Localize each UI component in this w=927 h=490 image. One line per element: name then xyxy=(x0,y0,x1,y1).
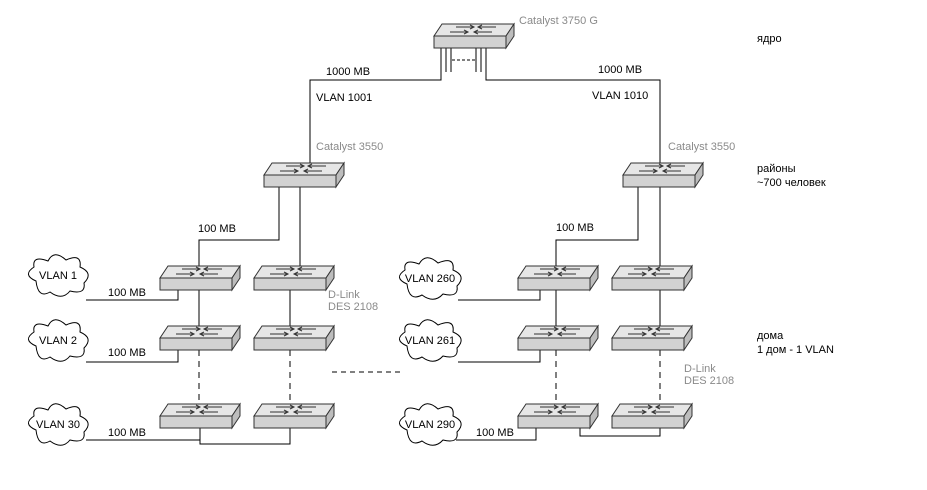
district-switch-right xyxy=(622,162,704,188)
district-switch-left xyxy=(263,162,345,188)
cloud-shape xyxy=(28,319,89,362)
vlan-link-speed: 100 MB xyxy=(108,347,146,359)
access-switch xyxy=(253,403,335,429)
vlan-cloud-label: VLAN 1 xyxy=(39,270,77,282)
vlan-cloud: VLAN 30 xyxy=(28,403,89,446)
uplink-right-vlan: VLAN 1010 xyxy=(592,90,649,102)
uplink-right-speed: 1000 MB xyxy=(598,64,643,76)
core-switch-label: Catalyst 3750 G xyxy=(519,15,598,27)
access-switch xyxy=(611,265,693,291)
district-right-link-speed: 100 MB xyxy=(556,222,594,234)
access-switch xyxy=(253,325,335,351)
core-switch xyxy=(433,23,515,49)
access-left-model-line1: D-Link xyxy=(328,289,360,301)
vlan-cloud-label: VLAN 261 xyxy=(405,335,455,347)
vlan-link-speed: 100 MB xyxy=(108,287,146,299)
links xyxy=(86,48,661,445)
cloud-shape xyxy=(399,403,462,446)
access-switch xyxy=(517,265,599,291)
access-switch xyxy=(159,265,241,291)
access-right-model-line1: D-Link xyxy=(684,363,716,375)
uplink-left xyxy=(309,48,442,163)
district-level-label: районы xyxy=(757,163,796,175)
vlan-cloud: VLAN 260 xyxy=(399,257,462,300)
access-switch xyxy=(517,325,599,351)
uplink-right xyxy=(485,48,661,163)
core-level-label: ядро xyxy=(757,33,782,45)
access-right-model-line2: DES 2108 xyxy=(684,375,735,387)
vlan-link-speed: 100 MB xyxy=(108,427,146,439)
access-level-sub: 1 дом - 1 VLAN xyxy=(757,344,834,356)
vlan-cloud: VLAN 2 xyxy=(28,319,89,362)
access-switch xyxy=(159,403,241,429)
cloud-shape xyxy=(399,319,462,362)
access-switch xyxy=(611,403,693,429)
district-switch-right-label: Catalyst 3550 xyxy=(668,141,736,153)
uplink-left-vlan: VLAN 1001 xyxy=(316,92,373,104)
access-switch xyxy=(253,265,335,291)
district-level-sub: ~700 человек xyxy=(757,177,826,189)
cloud-shape xyxy=(399,257,462,300)
access-switch xyxy=(159,325,241,351)
vlan-cloud-label: VLAN 260 xyxy=(405,273,455,285)
vlan-cloud: VLAN 261 xyxy=(399,319,462,362)
access-level-label: дома xyxy=(757,330,784,342)
access-left-model-line2: DES 2108 xyxy=(328,301,379,313)
district-left-link-speed: 100 MB xyxy=(198,223,236,235)
district-switch-left-label: Catalyst 3550 xyxy=(316,141,384,153)
vlan-cloud-label: VLAN 290 xyxy=(405,419,455,431)
uplink-left-speed: 1000 MB xyxy=(326,66,371,78)
access-switch xyxy=(517,403,599,429)
vlan-link-speed: 100 MB xyxy=(476,427,514,439)
vlan-cloud: VLAN 1 xyxy=(28,254,89,297)
cloud-shape xyxy=(28,254,89,297)
access-switch xyxy=(611,325,693,351)
vlan-cloud-label: VLAN 2 xyxy=(39,335,77,347)
vlan-cloud: VLAN 290 xyxy=(399,403,462,446)
cloud-shape xyxy=(28,403,89,446)
vlan-cloud-label: VLAN 30 xyxy=(36,419,80,431)
